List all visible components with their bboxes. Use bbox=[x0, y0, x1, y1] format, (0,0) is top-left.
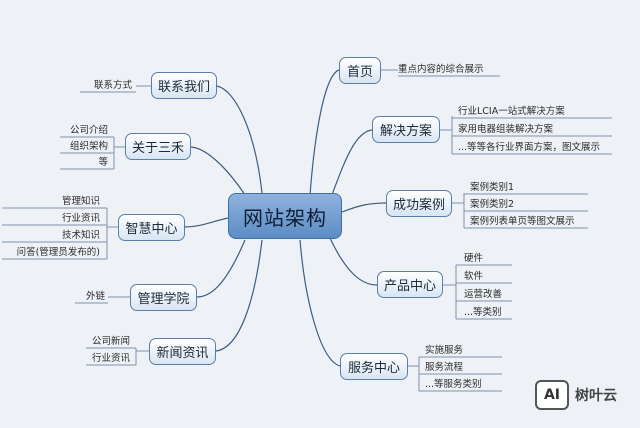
connector-wisdom bbox=[184, 217, 229, 228]
leaf-cases-2: 案例类别2 bbox=[470, 199, 515, 210]
connector-news bbox=[215, 239, 263, 352]
leaf-home-1: 重点内容的综合展示 bbox=[398, 64, 484, 75]
connector-solutions bbox=[329, 129, 373, 201]
leaf-wisdom-3: 技术知识 bbox=[61, 230, 100, 241]
leaf-products-1: 硬件 bbox=[464, 253, 484, 264]
branch-academy: 管理学院 bbox=[130, 284, 197, 311]
leaf-products-2: 软件 bbox=[464, 271, 484, 282]
leaf-services-2: 服务流程 bbox=[425, 362, 464, 373]
connector-about bbox=[190, 146, 246, 196]
leaf-services-3: ...等服务类别 bbox=[425, 379, 482, 390]
leaf-cases-1: 案例类别1 bbox=[470, 182, 515, 193]
connector-academy bbox=[196, 239, 246, 298]
leaf-about-2: 组织架构 bbox=[69, 141, 108, 152]
center-node: 网站架构 bbox=[228, 193, 342, 239]
branch-success-cases: 成功案例 bbox=[386, 190, 452, 217]
branch-wisdom-center: 智慧中心 bbox=[118, 214, 185, 241]
connector-success-cases bbox=[341, 202, 387, 213]
leaf-news-2: 行业资讯 bbox=[91, 353, 130, 364]
leaf-products-3: 运营改善 bbox=[464, 289, 503, 300]
branch-about: 关于三禾 bbox=[125, 133, 191, 160]
branch-contact: 联系我们 bbox=[151, 72, 217, 99]
branch-news: 新闻资讯 bbox=[149, 338, 216, 365]
leaf-solutions-3: ...等等各行业界面方案，图文展示 bbox=[458, 142, 601, 153]
leaf-wisdom-1: 管理知识 bbox=[61, 196, 100, 207]
connector-services bbox=[299, 239, 341, 367]
connector-contact bbox=[216, 85, 263, 194]
leaf-about-3: 等 bbox=[98, 157, 108, 168]
leaf-cases-3: 案例列表单页等图文展示 bbox=[470, 216, 575, 227]
ai-logo-icon: AI bbox=[535, 380, 569, 410]
branch-home: 首页 bbox=[339, 57, 381, 84]
branch-products: 产品中心 bbox=[377, 271, 443, 298]
branch-solutions: 解决方案 bbox=[372, 116, 440, 143]
leaf-services-1: 实施服务 bbox=[425, 345, 464, 356]
branch-services: 服务中心 bbox=[340, 353, 408, 380]
leaf-about-1: 公司介绍 bbox=[69, 125, 108, 136]
connector-products bbox=[329, 237, 378, 286]
leaf-academy-1: 外链 bbox=[85, 291, 105, 302]
leaf-wisdom-2: 行业资讯 bbox=[61, 213, 100, 224]
brand-watermark: 树叶云 bbox=[575, 388, 617, 404]
leaf-solutions-1: 行业LCIA一站式解决方案 bbox=[458, 106, 565, 117]
connector-home bbox=[309, 69, 340, 196]
leaf-solutions-2: 家用电器组装解决方案 bbox=[458, 124, 554, 135]
leaf-contact-1: 联系方式 bbox=[93, 80, 132, 91]
leaf-news-1: 公司新闻 bbox=[91, 336, 130, 347]
leaf-products-4: ...等类别 bbox=[464, 307, 502, 318]
leaf-wisdom-4: 问答(管理员发布的) bbox=[16, 247, 100, 258]
